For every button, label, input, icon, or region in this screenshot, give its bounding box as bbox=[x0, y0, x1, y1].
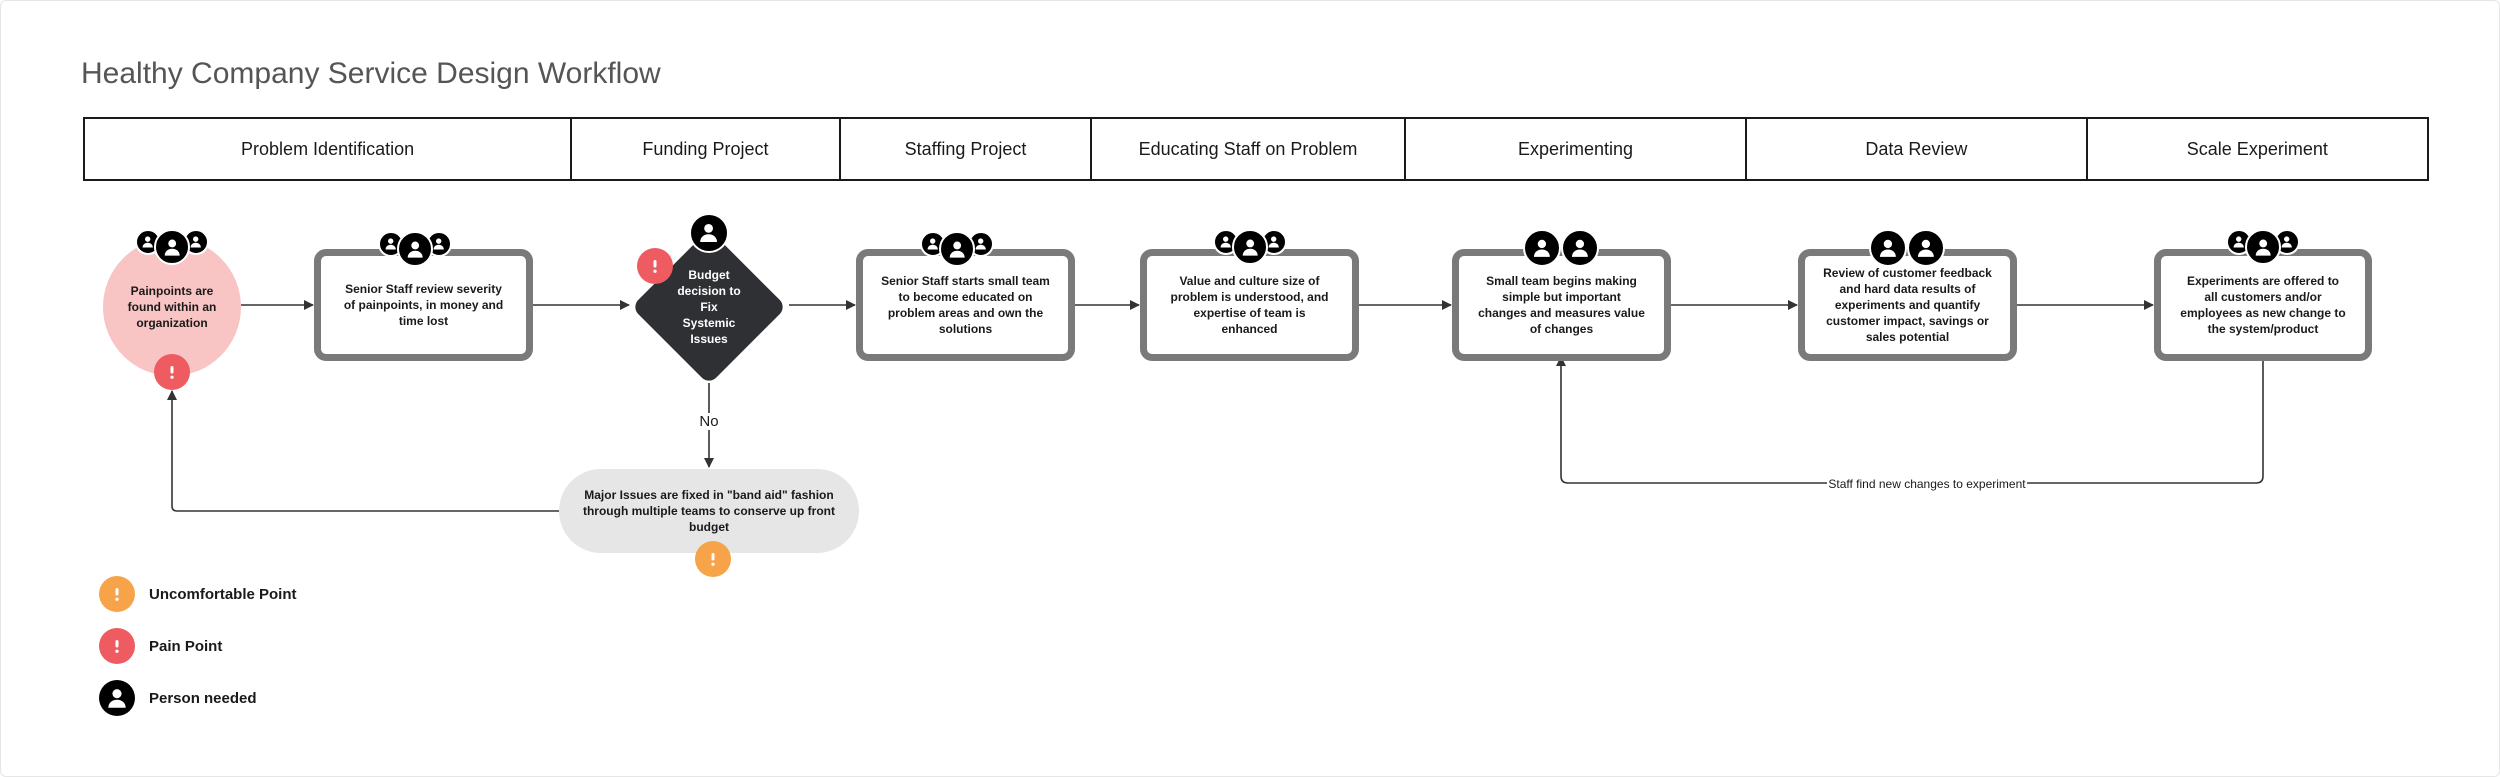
stage-experimenting: Experimenting bbox=[1406, 119, 1748, 179]
stage-data-review: Data Review bbox=[1747, 119, 2088, 179]
legend-uncomfortable-point: Uncomfortable Point bbox=[99, 575, 297, 613]
legend-label-pain: Pain Point bbox=[149, 637, 223, 655]
person-icon bbox=[2245, 229, 2281, 265]
node-value-culture: Value and culture size of problem is und… bbox=[1140, 249, 1359, 361]
node-small-team-experiments: Small team begins making simple but impo… bbox=[1452, 249, 1671, 361]
node-senior-staff-review: Senior Staff review severity of painpoin… bbox=[314, 249, 533, 361]
person-icon bbox=[1869, 229, 1907, 267]
person-icon bbox=[1232, 229, 1268, 265]
legend-person-needed: Person needed bbox=[99, 679, 257, 717]
stage-funding-project: Funding Project bbox=[572, 119, 841, 179]
person-icon bbox=[939, 231, 975, 267]
node-band-aid-fix: Major Issues are fixed in "band aid" fas… bbox=[559, 469, 859, 553]
stage-header-row: Problem Identification Funding Project S… bbox=[83, 117, 2429, 181]
page-title: Healthy Company Service Design Workflow bbox=[81, 57, 661, 90]
legend-pain-point: Pain Point bbox=[99, 627, 222, 665]
pain-point-exclamation-icon bbox=[637, 248, 673, 284]
legend-label-person: Person needed bbox=[149, 689, 257, 707]
edge-band-aid-to-painpoints bbox=[167, 390, 559, 512]
person-icon bbox=[1907, 229, 1945, 267]
edge-label-no: No bbox=[697, 413, 721, 430]
legend-label-uncomfortable: Uncomfortable Point bbox=[149, 585, 297, 603]
person-icon bbox=[99, 680, 135, 716]
person-icon bbox=[397, 231, 433, 267]
node-small-team-start: Senior Staff starts small team to become… bbox=[856, 249, 1075, 361]
edge-label-loop: Staff find new changes to experiment bbox=[1827, 476, 2027, 492]
uncomfortable-point-exclamation-icon bbox=[99, 576, 135, 612]
uncomfortable-point-exclamation-icon bbox=[695, 541, 731, 577]
person-icon bbox=[1561, 229, 1599, 267]
stage-staffing-project: Staffing Project bbox=[841, 119, 1093, 179]
pain-point-exclamation-icon bbox=[154, 354, 190, 390]
pain-point-exclamation-icon bbox=[99, 628, 135, 664]
stage-scale-experiment: Scale Experiment bbox=[2186, 138, 2328, 159]
decision-diamond-label: Budget decision to Fix Systemic Issues bbox=[677, 267, 741, 347]
node-data-review: Review of customer feedback and hard dat… bbox=[1798, 249, 2017, 361]
stage-problem-identification: Problem Identification bbox=[85, 119, 573, 179]
stage-educating-staff: Educating Staff on Problem bbox=[1092, 119, 1406, 179]
person-icon bbox=[1523, 229, 1561, 267]
person-icon bbox=[154, 229, 190, 265]
node-budget-decision: Budget decision to Fix Systemic Issues bbox=[631, 229, 787, 385]
edge-scale-loop-to-experimenting bbox=[1556, 356, 2264, 484]
person-icon bbox=[689, 213, 729, 253]
node-scale-experiments: Experiments are offered to all customers… bbox=[2154, 249, 2372, 361]
